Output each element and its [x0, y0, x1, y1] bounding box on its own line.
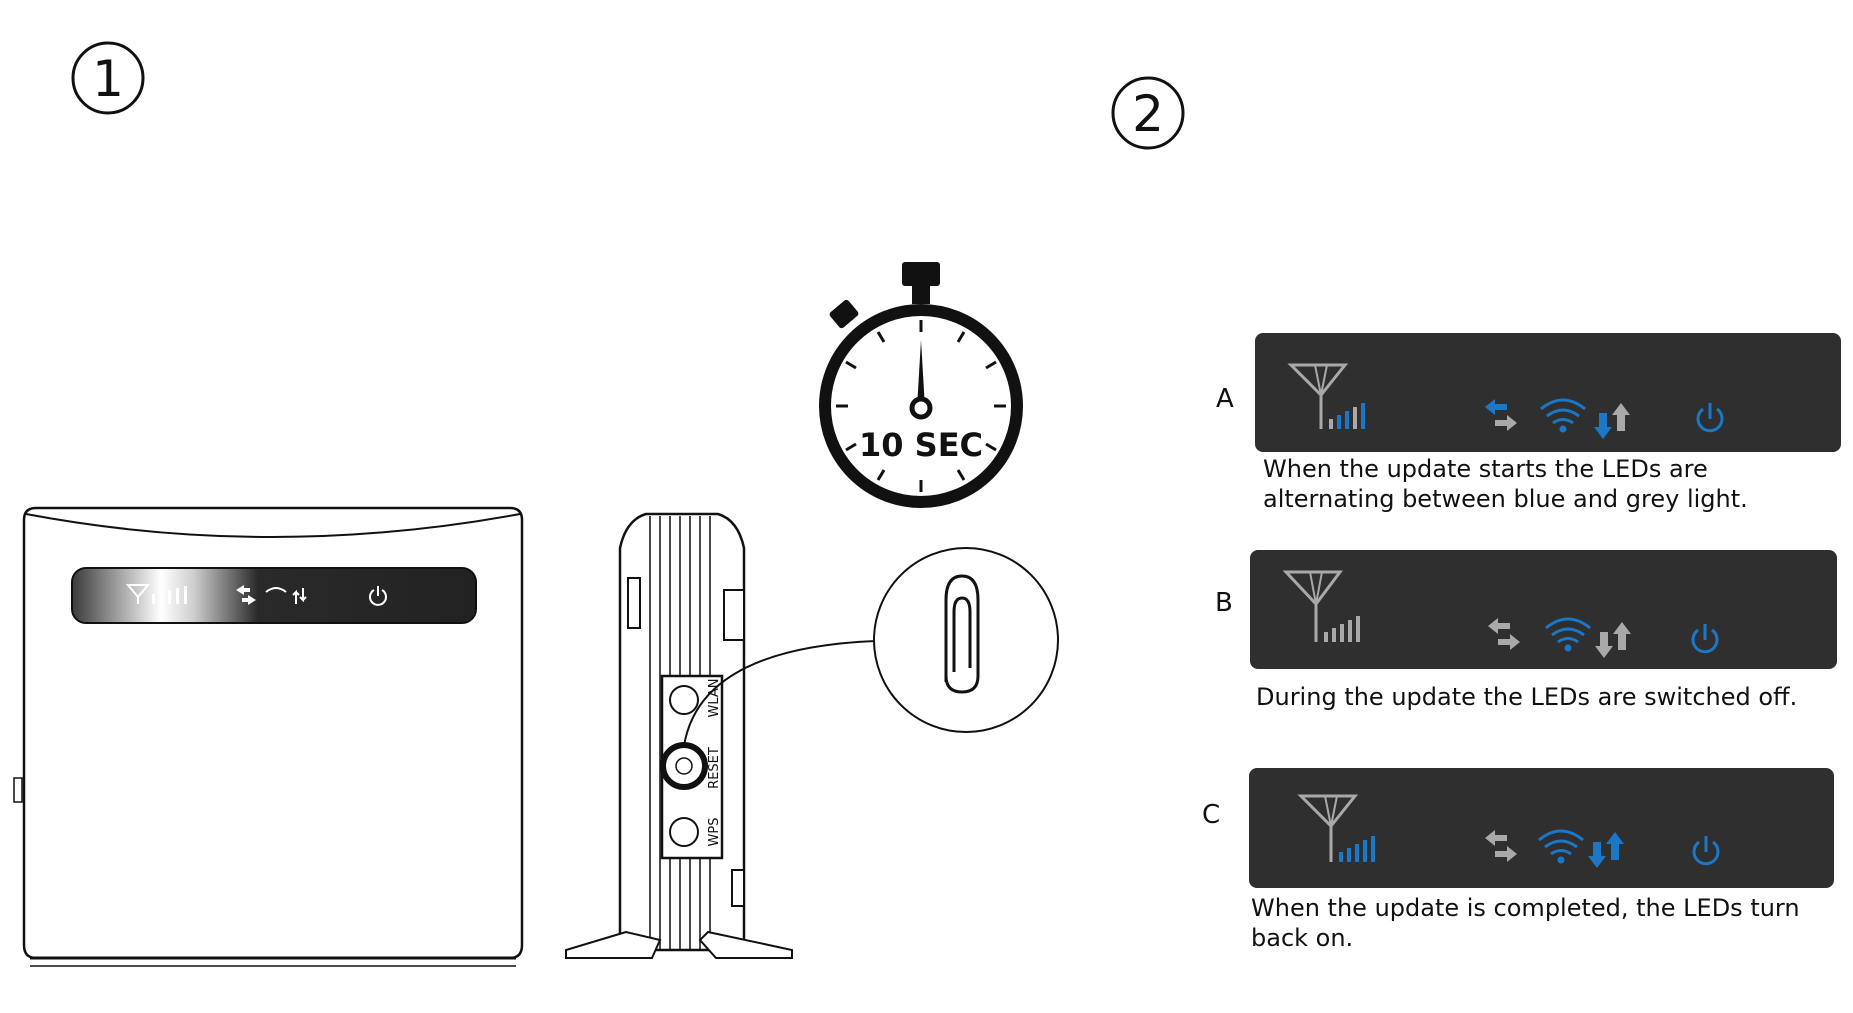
antenna-signal-icon — [1297, 794, 1375, 862]
front-updown-icon — [292, 588, 307, 604]
wifi-icon — [1538, 829, 1584, 864]
led-panel-a — [1255, 333, 1841, 452]
antenna-signal-icon — [1287, 363, 1365, 429]
data-transfer-icon — [1488, 618, 1520, 650]
wifi-icon — [1540, 398, 1586, 433]
panel-a-caption: When the update starts the LEDs are alte… — [1263, 455, 1748, 513]
wifi-icon — [1545, 617, 1591, 652]
front-wifi-icon — [265, 587, 287, 593]
panel-a-letter: A — [1216, 384, 1234, 414]
step-1-badge: 1 — [71, 41, 145, 115]
port-label-wlan: WLAN — [707, 678, 722, 717]
port-label-wps: WPS — [707, 818, 722, 847]
antenna-signal-icon — [1282, 570, 1360, 642]
front-transfer-icon — [236, 585, 256, 605]
panel-c-caption: When the update is completed, the LEDs t… — [1251, 894, 1800, 952]
data-transfer-icon — [1485, 830, 1517, 862]
step-2-number: 2 — [1132, 85, 1164, 143]
paperclip-magnifier — [873, 547, 1059, 733]
step-2-badge: 2 — [1111, 76, 1185, 150]
panel-b-letter: B — [1215, 588, 1233, 618]
power-icon — [1692, 836, 1720, 866]
led-panel-c — [1249, 768, 1834, 888]
panel-b-caption: During the update the LEDs are switched … — [1256, 683, 1798, 711]
up-down-arrows-icon — [1594, 403, 1630, 439]
up-down-arrows-icon — [1588, 832, 1624, 868]
panel-c-letter: C — [1202, 800, 1221, 830]
step-1-number: 1 — [92, 50, 124, 108]
router-front-view — [13, 506, 524, 967]
up-down-arrows-icon — [1595, 622, 1631, 658]
power-icon — [1691, 624, 1719, 654]
timer-label: 10 SEC — [859, 426, 983, 464]
router-side-view: WLAN RESET WPS — [565, 512, 793, 959]
front-power-icon — [369, 586, 387, 606]
front-signal-icon — [125, 584, 187, 604]
port-label-reset: RESET — [707, 747, 722, 789]
data-transfer-icon — [1485, 399, 1517, 431]
callout-line — [683, 640, 877, 747]
led-panel-b — [1250, 550, 1837, 669]
power-icon — [1696, 403, 1724, 433]
stopwatch-icon: 10 SEC — [819, 262, 1023, 508]
paperclip-icon — [944, 574, 980, 694]
